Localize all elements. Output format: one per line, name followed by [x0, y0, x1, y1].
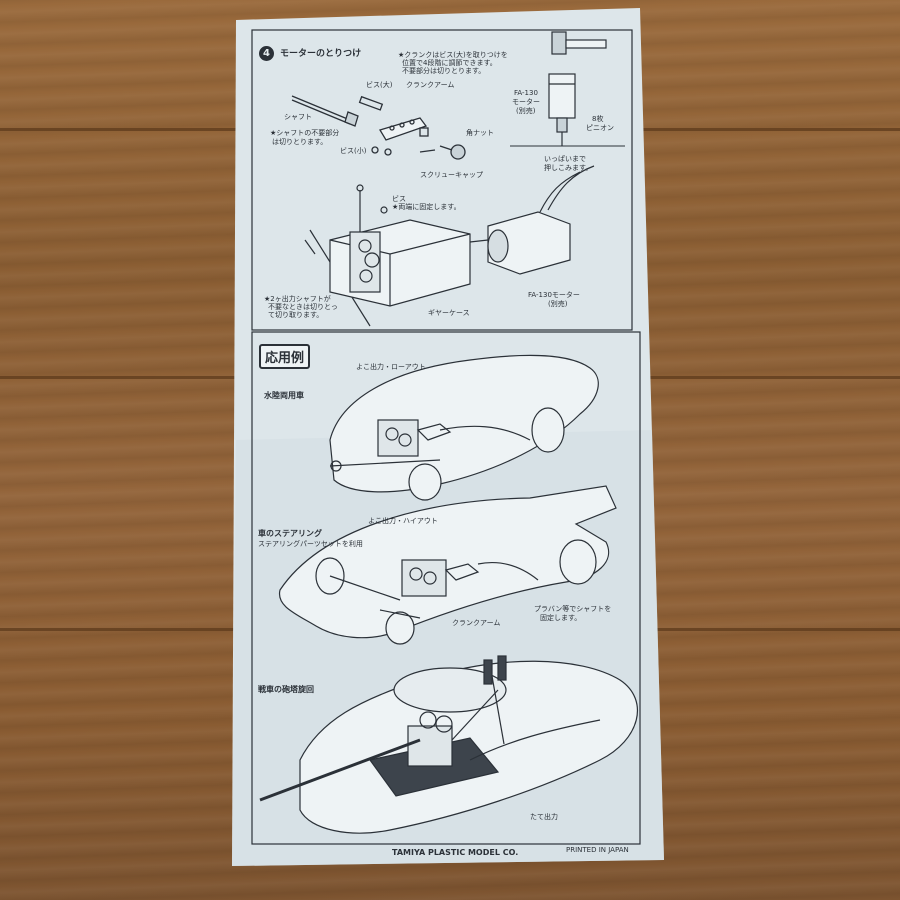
- step-title: モーターのとりつけ: [280, 49, 362, 59]
- step4-panel-border: [251, 29, 633, 331]
- applications-title: 応用例: [259, 344, 311, 369]
- crank-note: ★クランクはビス(大)を取りつけを: [398, 51, 508, 59]
- steering-callout: よこ出力・ハイアウト: [368, 517, 438, 525]
- gear-case-label: ギヤーケース: [428, 309, 470, 317]
- two-shaft-note: ★2ヶ出力シャフトが: [264, 295, 331, 303]
- amphibious-label: 水陸両用車: [264, 391, 304, 400]
- shaft-cut-note: ★シャフトの不要部分: [270, 129, 340, 137]
- steering-sub: ステアリングパーツセットを利用: [258, 540, 363, 548]
- step-number-badge: 4: [259, 46, 274, 61]
- footer-brand: TAMIYA PLASTIC MODEL CO.: [392, 848, 519, 857]
- tank-illustration: [259, 655, 638, 834]
- amphibious-callout: よこ出力・ローアウト: [356, 363, 426, 371]
- pinion-label-line2: ピニオン: [586, 124, 614, 132]
- nut-label: 角ナット: [466, 129, 494, 137]
- screw-large-label: ビス(大): [366, 81, 393, 89]
- crank-note-line2: 位置で4段階に調節できます。: [402, 59, 497, 67]
- footer-printed: PRINTED IN JAPAN: [566, 846, 629, 854]
- plate-note-line2: 固定します。: [540, 614, 582, 622]
- two-shaft-note-line2: 不要なときは切りとっ: [268, 303, 338, 311]
- screw-label: ビス: [392, 195, 406, 203]
- shaft-assembly-illustration: [291, 95, 466, 160]
- applications-panel-border: [251, 331, 641, 845]
- push-note: いっぱいまで: [544, 155, 586, 163]
- steering-label: 車のステアリング: [258, 529, 322, 538]
- steering-crank-arm-label: クランクアーム: [452, 619, 501, 627]
- inset-motor-label: FA-130: [514, 89, 538, 97]
- gearbox-motor-illustration: [304, 165, 595, 327]
- shaft-cut-note-line2: は切りとります。: [272, 138, 328, 146]
- shaft-label: シャフト: [284, 113, 312, 121]
- inset-sold-separately: (別売): [516, 107, 536, 115]
- plate-note: プラバン等でシャフトを: [534, 605, 612, 613]
- amphibious-car-illustration: [329, 354, 599, 501]
- racing-car-illustration: [278, 485, 617, 645]
- two-shaft-note-line3: て切り取ります。: [268, 311, 324, 319]
- crank-note-line3: 不要部分は切りとります。: [402, 67, 486, 75]
- crank-arm-label: クランクアーム: [406, 81, 455, 89]
- tank-callout: たて出力: [530, 813, 558, 821]
- screw-cap-label: スクリューキャップ: [420, 171, 483, 179]
- motor-label: FA-130モーター: [528, 291, 580, 299]
- pinion-label: 8枚: [592, 115, 604, 123]
- tank-label: 戦車の砲塔旋回: [258, 685, 314, 694]
- push-note-line2: 押しこみます。: [544, 164, 593, 172]
- screw-small-label: ビス(小): [340, 147, 367, 155]
- motor-inset-illustration: [548, 31, 607, 146]
- motor-sold-separately: (別売): [548, 300, 568, 308]
- screw-fix-note: ★両端に固定します。: [392, 203, 461, 211]
- inset-motor-label-line2: モーター: [512, 98, 540, 106]
